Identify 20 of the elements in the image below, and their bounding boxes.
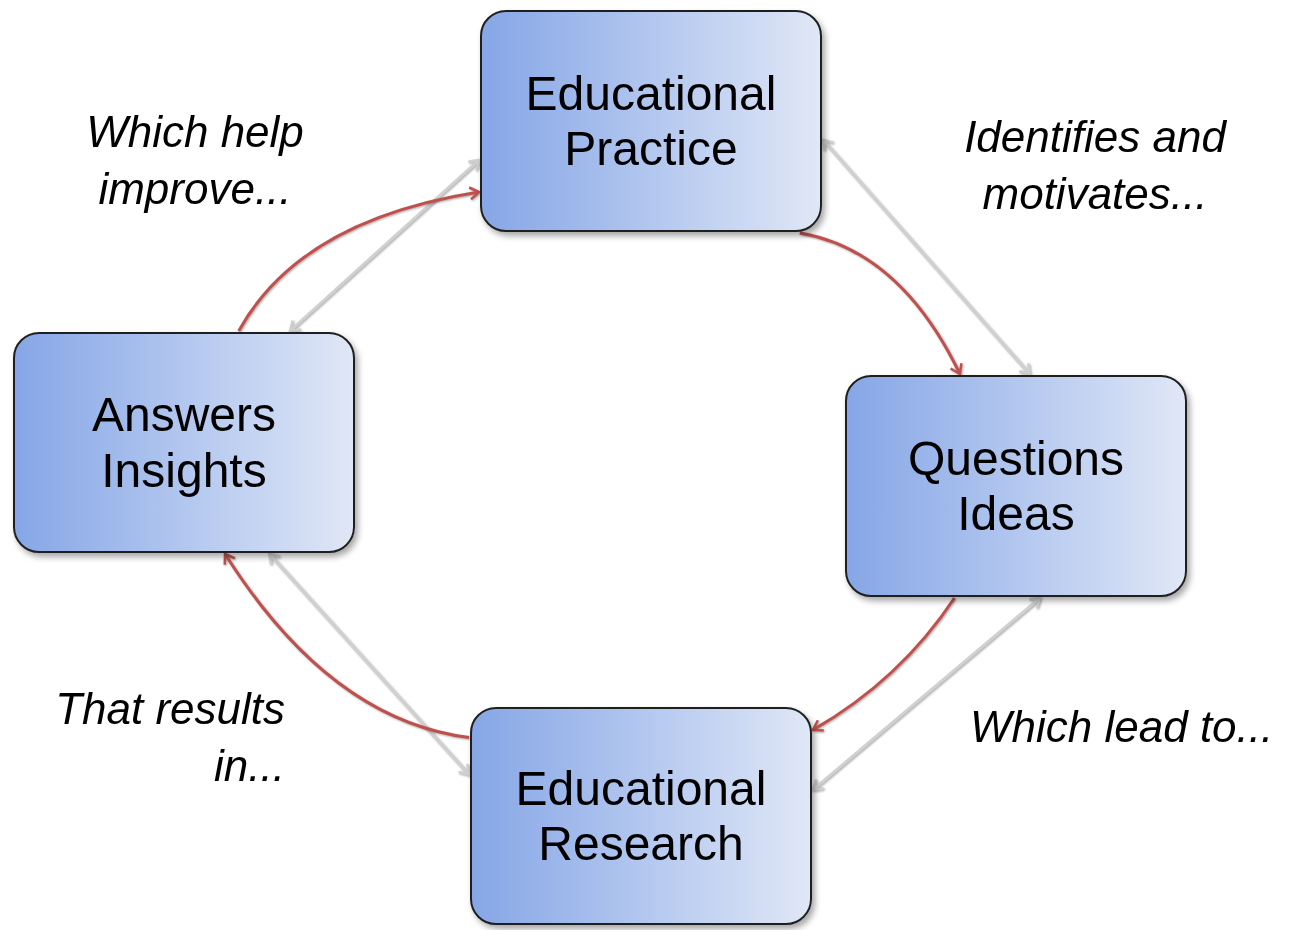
arrow (237, 186, 481, 332)
arrow (821, 138, 1031, 376)
cycle-caption: Identifies and motivates... (963, 111, 1228, 221)
process-box (480, 10, 822, 232)
arrow (223, 552, 470, 739)
arrow (799, 231, 963, 376)
cycle-caption: Which lead to... (970, 701, 1275, 753)
box-label: Questions Ideas (906, 430, 1126, 542)
box-label: Educational Practice (524, 65, 778, 177)
cycle-caption: That results in... (54, 683, 285, 793)
arrow (811, 597, 956, 732)
cycle-caption: Which help improve... (85, 106, 305, 216)
process-box (470, 707, 812, 925)
process-box (845, 375, 1187, 597)
arrow (268, 552, 471, 776)
box-label: Answers Insights (90, 387, 278, 498)
process-box (13, 332, 355, 553)
box-label: Educational Research (514, 760, 768, 872)
arrow (288, 158, 481, 333)
arrow (811, 596, 1042, 792)
